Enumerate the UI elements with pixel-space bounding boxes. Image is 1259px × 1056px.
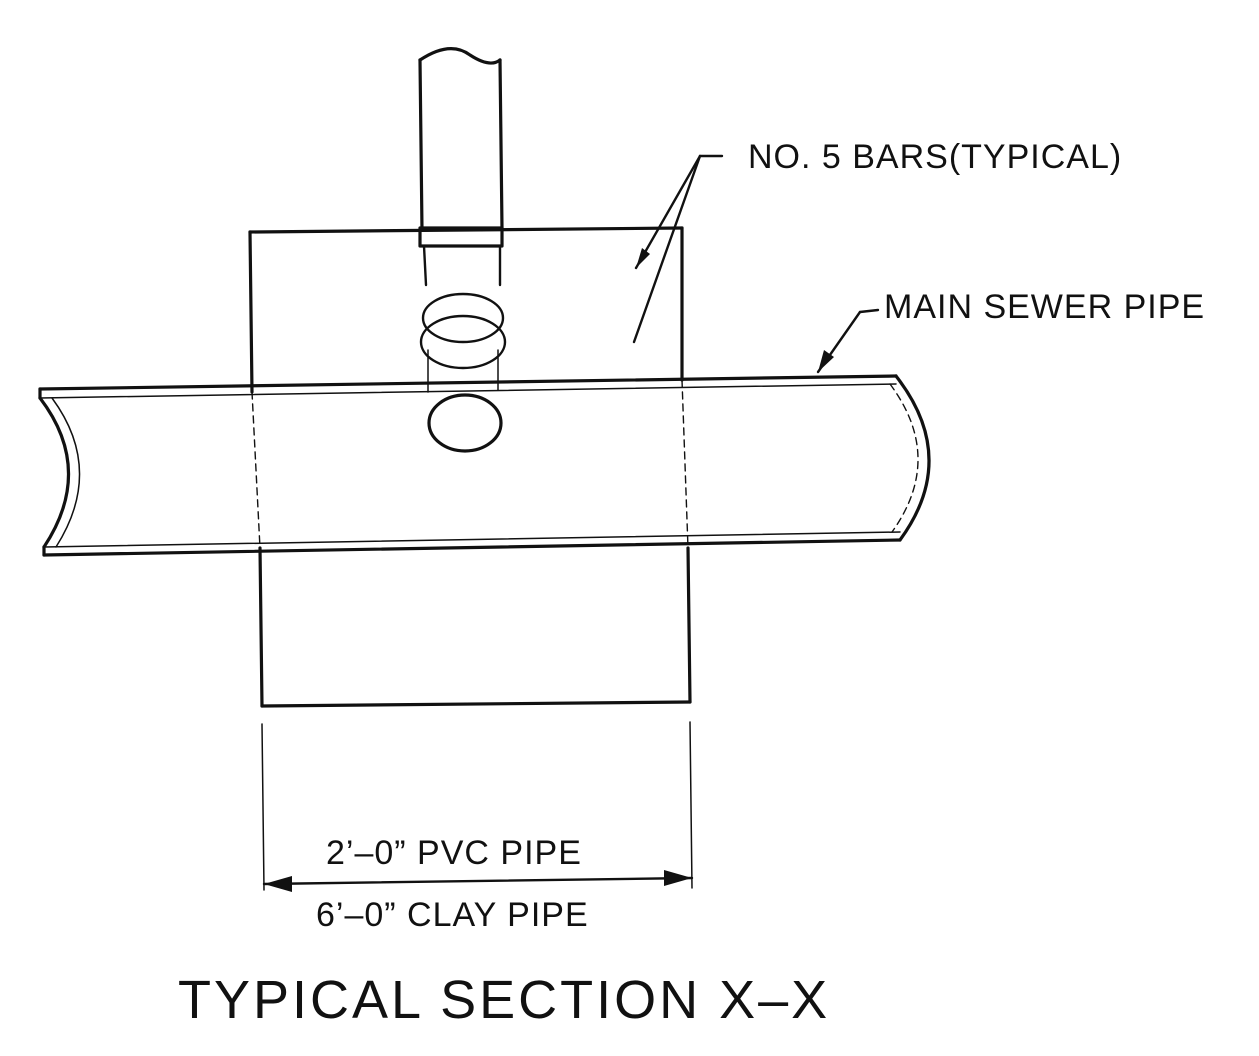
encasement-box	[248, 226, 692, 708]
main-pipe-arrowhead	[818, 350, 834, 372]
main-pipe-label: MAIN SEWER PIPE	[884, 288, 1205, 326]
dimension-lines	[261, 721, 694, 892]
clay-dimension-label: 6’–0” CLAY PIPE	[316, 896, 589, 934]
dimension-arrow-left	[264, 876, 292, 892]
riser-pipe	[418, 47, 507, 453]
dimension-arrow-right	[664, 870, 692, 886]
bars-arrowhead-1	[636, 248, 650, 268]
pvc-dimension-label: 2’–0” PVC PIPE	[326, 834, 582, 872]
bars-leader	[632, 154, 724, 344]
main-sewer-pipe	[38, 374, 931, 557]
drawing-title: TYPICAL SECTION X–X	[178, 970, 830, 1030]
bars-label: NO. 5 BARS(TYPICAL)	[748, 138, 1122, 176]
main-pipe-leader	[816, 308, 880, 374]
